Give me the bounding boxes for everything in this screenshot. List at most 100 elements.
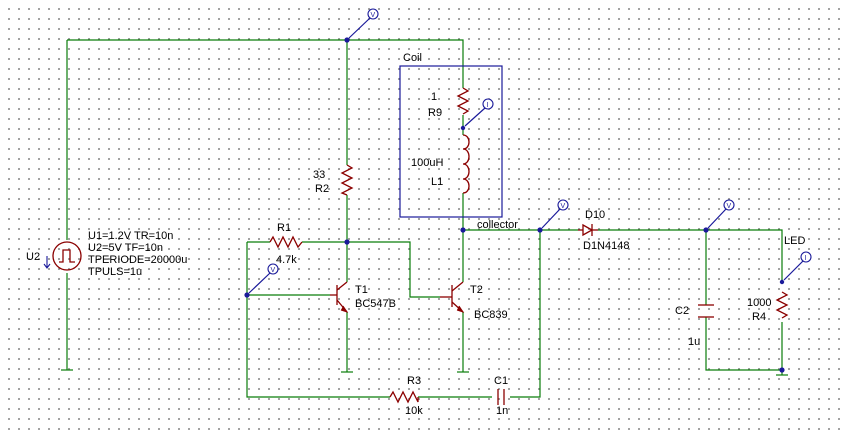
probe-stem [707, 208, 727, 229]
junction-dot [344, 37, 350, 43]
wire-feedback-left [246, 242, 390, 398]
probe-letter: V [271, 267, 276, 274]
arrow-down-icon [43, 256, 51, 269]
r2-name: R2 [315, 183, 329, 195]
resistor-icon [389, 390, 419, 404]
t2-model: BC839 [474, 309, 508, 321]
ground-symbols [61, 369, 788, 376]
t1-emitter-arrow-icon [340, 305, 349, 313]
c2-value: 1u [688, 336, 700, 348]
source-param-1: U1=1.2V TR=10n [88, 230, 173, 242]
current-probe-icon [482, 98, 494, 110]
current-probe[interactable]: I [464, 98, 494, 127]
r3-name: R3 [407, 375, 421, 387]
r4-name: R4 [752, 311, 766, 323]
voltage-probe-icon [367, 8, 379, 20]
d10-name: D10 [585, 209, 605, 221]
junction-dot [460, 227, 466, 233]
c2-name: C2 [675, 305, 689, 317]
d10-model: D1N4148 [583, 240, 629, 252]
t1-model: BC547B [355, 298, 396, 310]
inductor-icon [462, 134, 470, 194]
junction-dot [537, 227, 543, 233]
source-name: U2 [26, 251, 40, 263]
t2-name: T2 [470, 284, 483, 296]
voltage-probe[interactable]: V [707, 199, 735, 229]
probe-letter: V [727, 203, 732, 210]
wire-diode-out [598, 229, 783, 282]
capacitor-c1[interactable] [497, 389, 505, 405]
wire-collector-down [510, 230, 541, 398]
probe-letter: I [487, 102, 489, 109]
c1-name: C1 [494, 375, 508, 387]
voltage-probe[interactable]: V [348, 8, 379, 39]
transistor-t2[interactable] [440, 281, 465, 313]
c1-value: 1n [496, 405, 508, 417]
wire-top-rail [67, 39, 464, 88]
coil-box-label: Coil [403, 52, 422, 64]
voltage-probe[interactable]: V [541, 199, 569, 229]
r1-name: R1 [277, 222, 291, 234]
resistor-r3[interactable] [389, 390, 419, 404]
capacitor-c2[interactable] [698, 304, 714, 318]
r9-value: 1 [431, 91, 437, 103]
r2-value: 33 [313, 169, 325, 181]
probe-letter: I [805, 255, 807, 262]
junction-dot [703, 227, 709, 233]
resistor-icon [340, 164, 354, 196]
pulse-source-u2[interactable]: U2 [26, 241, 82, 271]
resistor-r1[interactable] [269, 235, 303, 249]
r1-value: 4.7k [276, 254, 297, 266]
l1-value: 100uH [411, 157, 443, 169]
resistor-icon [775, 291, 789, 319]
pulse-source-icon [52, 241, 82, 271]
r4-value: 1000 [747, 297, 771, 309]
source-param-2: U2=5V TF=10n [88, 242, 163, 254]
source-param-3: TPERIODE=20000u [88, 254, 187, 266]
led-label: LED [784, 235, 805, 247]
inductor-l1[interactable] [462, 134, 470, 194]
probe-stem [348, 17, 371, 39]
t1-name: T1 [355, 284, 368, 296]
probe-stem [541, 208, 561, 229]
resistor-icon [269, 235, 303, 249]
resistor-icon [456, 87, 470, 115]
wires [66, 39, 783, 398]
junction-dot [779, 279, 785, 285]
current-probe[interactable]: I [783, 251, 812, 281]
voltage-probe-icon [267, 263, 279, 275]
wire-r1-right-to-t2 [302, 241, 440, 298]
junction-dot [779, 367, 785, 373]
diode-icon [582, 223, 594, 237]
diode-d10[interactable] [578, 223, 598, 237]
probe-stem [783, 260, 804, 281]
wire-c2-bottom [705, 317, 782, 371]
probe-letter: V [371, 12, 376, 19]
coil-box [399, 65, 503, 218]
resistor-r2[interactable] [340, 164, 354, 196]
source-param-4: TPULS=1u [88, 266, 142, 278]
resistor-r9[interactable] [456, 87, 470, 115]
t2-emitter-arrow-icon [456, 305, 465, 313]
voltage-probe-icon [723, 199, 735, 211]
probe-letter: V [561, 203, 566, 210]
current-probe-icon [800, 251, 812, 263]
probe-stem [248, 272, 271, 294]
l1-name: L1 [431, 176, 443, 188]
collector-net-label: collector [477, 219, 518, 231]
junctions [244, 37, 785, 373]
resistor-r4[interactable] [775, 291, 789, 319]
probe-stem [464, 107, 486, 127]
junction-dot [460, 125, 466, 131]
junction-dot [244, 292, 250, 298]
pulse-wave-icon [59, 249, 75, 263]
t1-collector-lead [336, 281, 348, 291]
voltage-probe[interactable]: V [248, 263, 279, 294]
t2-collector-lead [451, 281, 464, 292]
transistor-t1[interactable] [330, 281, 349, 313]
voltage-probe-icon [557, 199, 569, 211]
r3-value: 10k [405, 405, 423, 417]
r9-name: R9 [428, 107, 442, 119]
